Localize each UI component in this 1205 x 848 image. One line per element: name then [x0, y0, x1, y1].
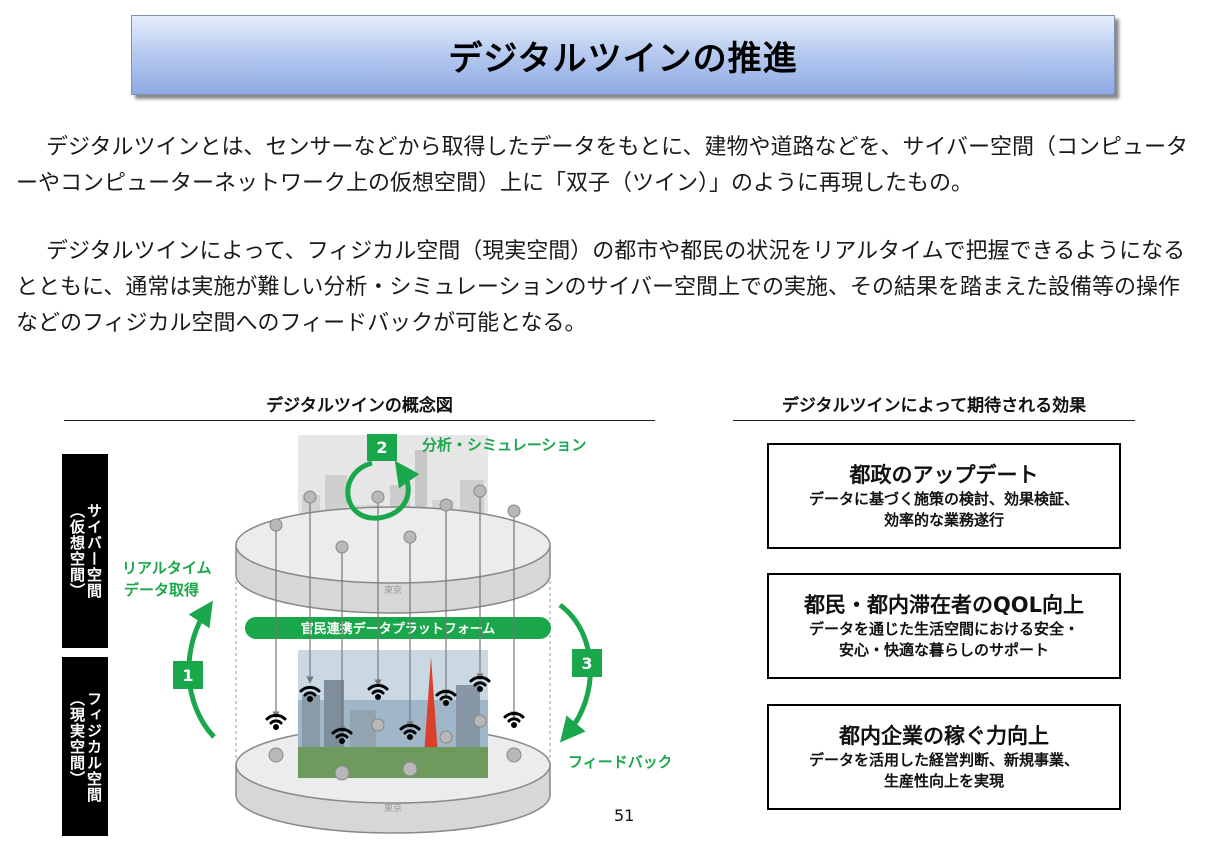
wifi-icon — [469, 675, 491, 692]
effect-description: データを通じた生活空間における安全・ 安心・快適な暮らしのサポート — [808, 620, 1079, 659]
platform-bar — [245, 617, 551, 639]
wifi-icons — [265, 675, 525, 744]
digital-twin-diagram: 東京 東京 官民連携データプラットフォーム — [122, 434, 670, 834]
step2-badge — [367, 434, 397, 461]
effect-title: 都民・都内滞在者のQOL向上 — [803, 593, 1085, 617]
paragraph-2: デジタルツインによって、フィジカル空間（現実空間）の都市や都民の状況をリアルタイ… — [16, 234, 1191, 342]
effect-title: 都政のアップデート — [849, 463, 1039, 487]
wifi-icon — [435, 689, 457, 706]
physical-space-label: フィジカル空間 （現実空間） — [62, 657, 108, 836]
cyber-disc-label: 東京 — [384, 584, 402, 596]
step3-badge — [572, 649, 602, 677]
paragraph-2-text: デジタルツインによって、フィジカル空間（現実空間）の都市や都民の状況をリアルタイ… — [16, 239, 1186, 336]
wifi-icon — [331, 727, 353, 744]
effects-heading: デジタルツインによって期待される効果 — [733, 391, 1135, 421]
platform-label: 官民連携データプラットフォーム — [301, 621, 496, 637]
cyber-space-text: サイバー空間 （仮想空間） — [68, 503, 103, 599]
step1-label-line2: データ取得 — [124, 581, 199, 599]
cyber-disc: 東京 — [235, 506, 551, 614]
wifi-icon — [503, 711, 525, 728]
wifi-icon — [367, 683, 389, 700]
step2-arrow — [345, 460, 420, 521]
paragraph-1-text: デジタルツインとは、センサーなどから取得したデータをもとに、建物や道路などを、サ… — [16, 135, 1189, 196]
step1-number: 1 — [182, 666, 193, 685]
physical-city-image — [298, 650, 488, 778]
data-flow-lines — [272, 487, 518, 734]
sensor-dots — [268, 484, 522, 781]
step1-label-line1: リアルタイム — [122, 559, 212, 577]
step3-label: フィードバック — [568, 753, 670, 771]
effect-description: データを活用した経営判断、新規事業、 生産性向上を実現 — [808, 751, 1079, 790]
wifi-icon — [265, 713, 287, 730]
diagram-heading: デジタルツインの概念図 — [64, 391, 655, 421]
effect-box-update: 都政のアップデート データに基づく施策の検討、効果検証、 効率的な業務遂行 — [767, 443, 1121, 549]
effect-box-qol: 都民・都内滞在者のQOL向上 データを通じた生活空間における安全・ 安心・快適な… — [767, 573, 1121, 679]
page-title: デジタルツインの推進 — [448, 38, 798, 79]
effect-description: データに基づく施策の検討、効果検証、 効率的な業務遂行 — [808, 490, 1079, 529]
wifi-icon — [299, 685, 321, 702]
physical-disc-label: 東京 — [384, 802, 402, 814]
effect-box-earning-power: 都内企業の稼ぐ力向上 データを活用した経営判断、新規事業、 生産性向上を実現 — [767, 704, 1121, 810]
title-banner: デジタルツインの推進 — [131, 15, 1115, 95]
cyber-space-label: サイバー空間 （仮想空間） — [62, 454, 108, 648]
effect-title: 都内企業の稼ぐ力向上 — [839, 724, 1049, 748]
step1-badge — [173, 661, 203, 689]
step2-number: 2 — [376, 438, 387, 457]
physical-space-text: フィジカル空間 （現実空間） — [68, 690, 103, 803]
paragraph-1: デジタルツインとは、センサーなどから取得したデータをもとに、建物や道路などを、サ… — [16, 130, 1191, 202]
page-number: 51 — [614, 806, 635, 825]
step3-number: 3 — [581, 654, 592, 673]
wifi-icon — [399, 723, 421, 740]
step2-label: 分析・シミュレーション — [422, 436, 586, 454]
